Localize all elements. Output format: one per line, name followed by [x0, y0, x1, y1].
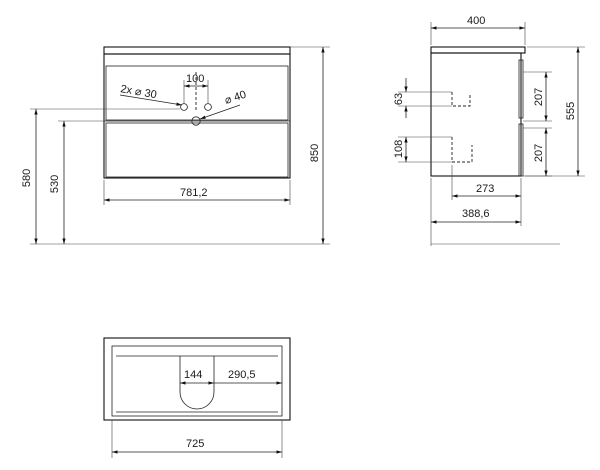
dim-drawer-upper: 207 — [533, 88, 545, 106]
siphon-upper-hidden — [451, 92, 471, 107]
side-cabinet-body — [430, 52, 522, 177]
dim-drawer-lower: 207 — [533, 144, 545, 162]
dim-inner-depth: 273 — [476, 183, 494, 195]
front-lower-drawer — [105, 122, 289, 178]
dim-530: 530 — [49, 175, 61, 193]
siphon-lower-hidden — [451, 137, 473, 163]
dim-63: 63 — [393, 93, 405, 105]
dim-108: 108 — [393, 140, 405, 158]
side-upper-drawer-front — [518, 59, 524, 119]
front-cabinet-body — [103, 53, 291, 179]
dim-depth-bottom: 388,6 — [462, 208, 490, 220]
dim-drain-hole: ⌀ 40 — [223, 89, 248, 107]
dim-top-width: 725 — [186, 438, 204, 450]
dim-290-5: 290,5 — [228, 369, 256, 381]
side-countertop — [430, 46, 526, 54]
top-cabinet-outline — [103, 337, 291, 421]
dim-580: 580 — [21, 169, 33, 187]
top-drawer-inner — [111, 345, 283, 417]
dim-depth-top: 400 — [467, 15, 485, 27]
tap-hole-right — [204, 103, 212, 111]
front-countertop — [103, 46, 291, 55]
dim-side-height: 555 — [565, 102, 577, 120]
side-view: 400 273 388,6 555 207 207 63 — [393, 15, 585, 246]
side-lower-drawer-front — [518, 123, 524, 177]
top-view: 144 290,5 725 — [103, 337, 291, 458]
dim-tap-holes: 2x ⌀ 30 — [119, 83, 157, 101]
dim-tap-spacing: 100 — [186, 73, 204, 85]
dim-front-width: 781,2 — [180, 187, 208, 199]
siphon-cutout — [179, 356, 215, 410]
front-upper-drawer — [105, 65, 289, 121]
dim-total-height: 850 — [309, 144, 321, 162]
tap-hole-left — [180, 103, 188, 111]
dim-144: 144 — [184, 369, 202, 381]
front-view: 100 2x ⌀ 30 ⌀ 40 781,2 850 580 530 — [21, 46, 330, 245]
